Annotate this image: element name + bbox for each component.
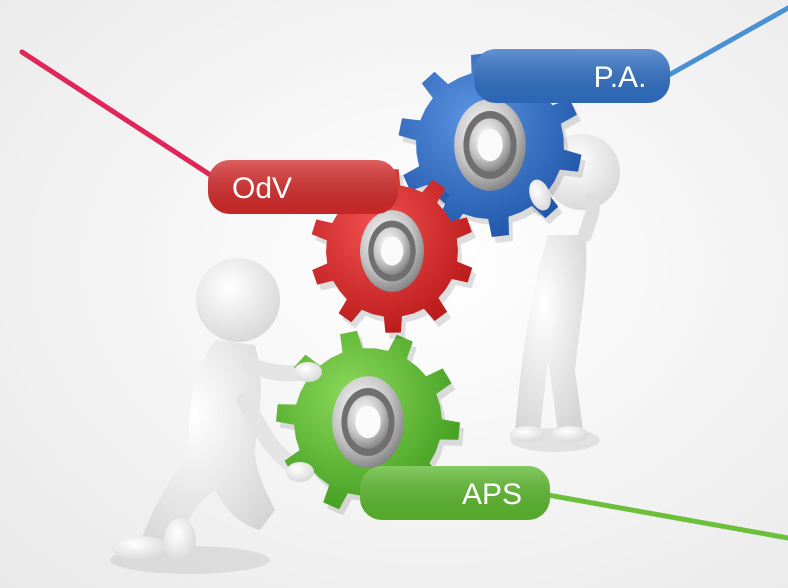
aps-connector-line [545, 492, 788, 541]
gear-green-hub-hole [355, 405, 381, 439]
hands [286, 179, 551, 482]
standing-figure [510, 134, 620, 452]
pa-connector-line [657, 5, 788, 83]
pa-label-text: P.A. [594, 61, 647, 94]
aps-label-text: APS [462, 478, 522, 511]
odv-connector-line [19, 49, 218, 181]
gear-red-hub-hole [380, 236, 404, 266]
odv-label-text: OdV [232, 172, 292, 205]
odv-label: OdV [208, 160, 398, 214]
kneeling-figure [110, 258, 318, 574]
pa-label: P.A. [474, 49, 670, 103]
gear-blue-hub-hole [477, 128, 503, 162]
aps-label: APS [360, 466, 550, 520]
